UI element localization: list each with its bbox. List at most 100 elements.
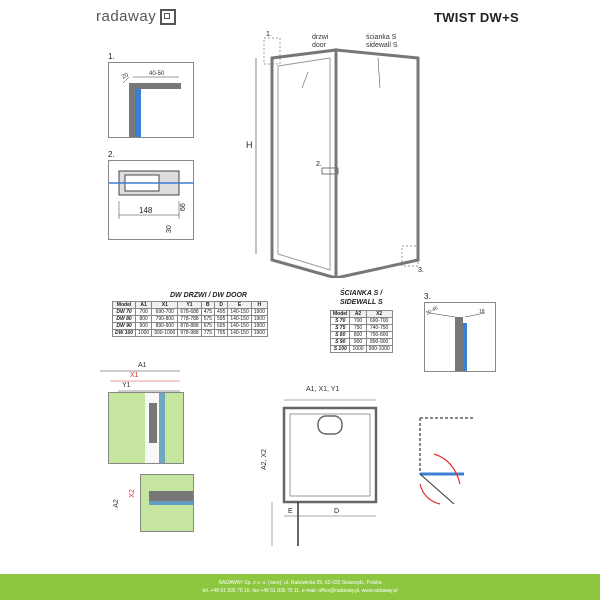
elevation-detail-1: 1. — [266, 31, 272, 38]
section-x2: X2 — [128, 489, 136, 498]
detail-2-height-a: 66 — [180, 203, 187, 211]
cell: DW 70 — [111, 308, 137, 316]
section-y1: Y1 — [122, 382, 131, 389]
detail-1-box: 20 40-50 — [108, 62, 194, 138]
detail-3-width-b: 18 — [479, 309, 485, 315]
plan-side-dim: A2, X2 — [261, 448, 269, 471]
footer-bar — [0, 574, 600, 600]
brand-name: radaway — [96, 8, 157, 25]
detail-3-drawing: 30-46 18 — [425, 305, 486, 371]
cell: 678-688 — [177, 308, 202, 316]
col-x2: X2 — [365, 310, 393, 318]
col-a1: A1 — [135, 301, 153, 309]
col-y1: Y1 — [177, 301, 202, 309]
section-top-drawing — [145, 393, 165, 463]
cell: 990-1000 — [151, 329, 179, 337]
table-row: DW 100 1000 990-1000 978-988 775 795 140… — [111, 329, 268, 337]
door-label-pl: drzwi — [312, 34, 329, 41]
cell: 900 — [135, 322, 153, 330]
cell: 1000 — [349, 345, 367, 353]
cell: 1900 — [250, 315, 268, 323]
cell: 890-900 — [365, 338, 393, 346]
detail-3-width-a: 30-46 — [425, 305, 439, 317]
col-model: Model — [111, 301, 137, 309]
door-table-header: Model A1 X1 Y1 B D E H — [111, 301, 268, 309]
cell: 140-150 — [227, 315, 252, 323]
detail-2-width: 148 — [139, 206, 153, 215]
cell: S 100 — [329, 345, 351, 353]
cell: 740-750 — [365, 324, 393, 332]
cell: 890-900 — [151, 322, 179, 330]
cell: 690-700 — [151, 308, 179, 316]
cell: 700 — [349, 317, 367, 325]
door-label-en: door — [312, 42, 327, 49]
cell: 675 — [200, 322, 216, 330]
col-e: E — [227, 301, 252, 309]
sidewall-table-header: Model A2 X2 — [329, 310, 393, 318]
section-top-box — [108, 392, 184, 464]
col-x1: X1 — [151, 301, 179, 309]
cell: 495 — [214, 308, 229, 316]
cell: 990-1000 — [365, 345, 393, 353]
table-row: DW 80 800 790-800 778-788 575 595 140-15… — [111, 315, 268, 323]
detail-3-number: 3. — [424, 292, 431, 301]
logo-square-icon — [160, 8, 177, 25]
cell: 800 — [135, 315, 153, 323]
door-table-title: DW DRZWI / DW DOOR — [170, 292, 247, 299]
footer-contact: tel. +48 61 835 75 10, fax +48 61 835 75… — [202, 588, 398, 594]
cell: 878-888 — [177, 322, 202, 330]
cell: 700 — [135, 308, 153, 316]
cell: S 75 — [329, 324, 351, 332]
col-d: D — [214, 301, 229, 309]
cell: DW 100 — [111, 329, 137, 337]
cell: 690-700 — [365, 317, 393, 325]
cell: 1900 — [250, 322, 268, 330]
cell: 140-150 — [227, 308, 252, 316]
cell: 775 — [200, 329, 216, 337]
section-x1: X1 — [130, 372, 139, 379]
table-row: DW 70 700 690-700 678-688 475 495 140-15… — [111, 308, 268, 316]
cell: DW 90 — [111, 322, 137, 330]
cell: 1900 — [250, 329, 268, 337]
detail-2-number: 2. — [108, 150, 115, 159]
col-model: Model — [329, 310, 351, 318]
cell: 778-788 — [177, 315, 202, 323]
detail-1-number: 1. — [108, 52, 115, 61]
cell: S 90 — [329, 338, 351, 346]
section-top-dims — [100, 370, 180, 392]
detail-1-width-a: 20 — [121, 72, 130, 81]
table-row: DW 90 900 890-900 878-888 675 695 140-15… — [111, 322, 268, 330]
plan-drawing: E D B — [271, 399, 378, 546]
cell: 595 — [214, 315, 229, 323]
section-side-box — [140, 474, 194, 532]
cell: 575 — [200, 315, 216, 323]
detail-2-box: 148 66 30 — [108, 160, 194, 240]
cell: S 70 — [329, 317, 351, 325]
sidewall-label-pl: ścianka S — [366, 34, 397, 41]
plan-top-dim: A1, X1, Y1 — [306, 386, 340, 393]
detail-2-height-b: 30 — [166, 225, 173, 233]
cell: 475 — [200, 308, 216, 316]
footer-address: RADAWAY Sp. z o. o. (ours); ul. Rabowick… — [218, 580, 382, 586]
cell: 1000 — [135, 329, 153, 337]
detail-1-drawing: 20 40-50 — [121, 71, 181, 137]
cell: 900 — [349, 338, 367, 346]
door-table: Model A1 X1 Y1 B D E H DW 70 700 690-700… — [111, 301, 268, 337]
detail-3-box: 30-46 18 — [424, 302, 496, 372]
col-h: H — [250, 301, 268, 309]
section-a2: A2 — [112, 499, 120, 508]
plan-e-label: E — [288, 508, 293, 515]
detail-1-width-b: 40-50 — [149, 71, 165, 77]
cell: 795 — [214, 329, 229, 337]
cell: DW 80 — [111, 315, 137, 323]
cell: 140-150 — [227, 329, 252, 337]
cell: 790-800 — [365, 331, 393, 339]
elevation-detail-2: 2. — [316, 161, 322, 168]
cell: 1900 — [250, 308, 268, 316]
cell: 140-150 — [227, 322, 252, 330]
